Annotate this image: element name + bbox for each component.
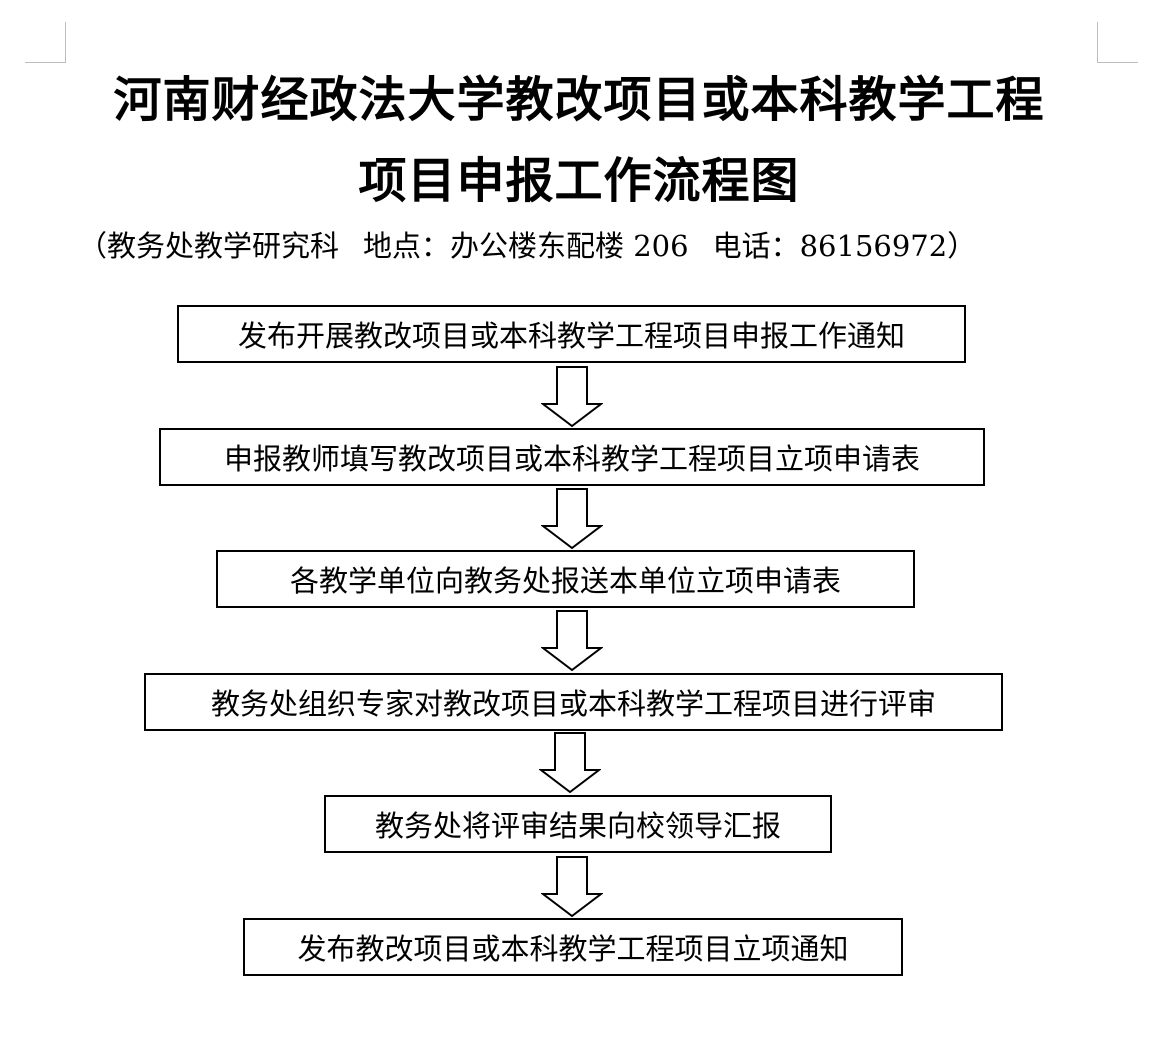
page-corner-mark-left (25, 22, 66, 63)
flow-step-6: 发布教改项目或本科教学工程项目立项通知 (243, 918, 903, 976)
flow-step-1: 发布开展教改项目或本科教学工程项目申报工作通知 (177, 305, 966, 363)
contact-phone: 电话：86156972） (712, 229, 977, 263)
flow-step-2: 申报教师填写教改项目或本科教学工程项目立项申请表 (159, 428, 985, 486)
contact-location: 地点：办公楼东配楼 206 (363, 229, 689, 263)
contact-info: （教务处教学研究科地点：办公楼东配楼 206 电话：86156972） (78, 226, 976, 266)
page-title-line-1: 河南财经政法大学教改项目或本科教学工程 (113, 72, 1045, 128)
page-corner-mark-right (1097, 22, 1138, 63)
flow-arrow-2 (541, 488, 603, 550)
flow-step-4: 教务处组织专家对教改项目或本科教学工程项目进行评审 (144, 673, 1003, 731)
flow-arrow-1 (541, 366, 603, 428)
contact-office: （教务处教学研究科 (78, 229, 340, 263)
flow-arrow-3 (541, 610, 603, 672)
flow-arrow-4 (539, 732, 601, 794)
flow-arrow-5 (541, 856, 603, 918)
flow-step-3: 各教学单位向教务处报送本单位立项申请表 (216, 550, 915, 608)
flow-step-5: 教务处将评审结果向校领导汇报 (324, 795, 832, 853)
page-title-line-2: 项目申报工作流程图 (358, 153, 800, 209)
